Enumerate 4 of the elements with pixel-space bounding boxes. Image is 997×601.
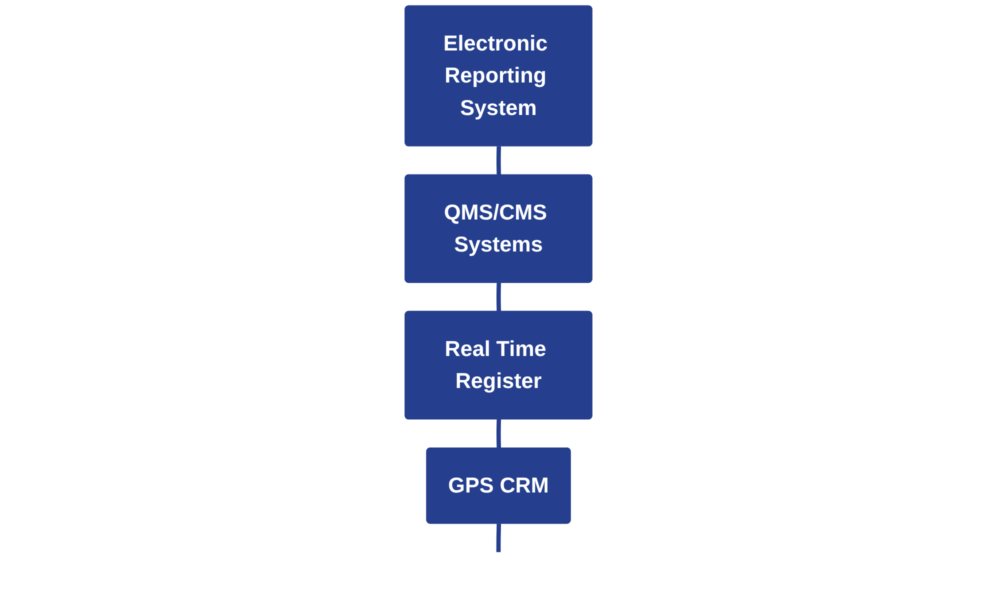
connector — [496, 146, 502, 176]
connector — [496, 282, 502, 312]
connector — [496, 419, 502, 448]
connector — [496, 524, 502, 552]
